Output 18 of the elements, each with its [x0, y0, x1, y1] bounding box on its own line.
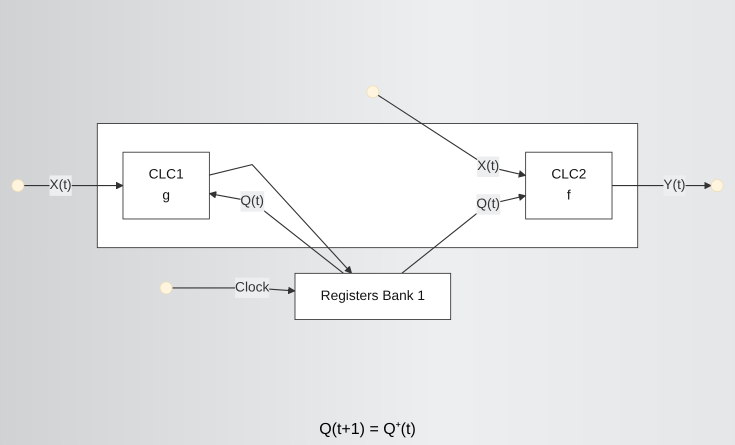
arrow — [378, 94, 526, 178]
node-box — [122, 152, 210, 220]
edge-label: Q(t) — [476, 196, 500, 212]
arrow — [209, 164, 352, 274]
edge-label: Q(t) — [240, 194, 264, 208]
arrow — [209, 190, 344, 274]
edge-label: Y(t) — [663, 178, 686, 192]
edge-label: Clock — [235, 280, 270, 295]
edge-label: X(t) — [477, 158, 500, 174]
node-box — [294, 272, 452, 320]
arrow — [401, 193, 526, 274]
arrow — [24, 182, 124, 190]
arrow — [612, 182, 712, 190]
cluster — [96, 122, 638, 248]
signal-label: Q(t+1) = Q⁺(t) — [319, 421, 416, 438]
edge-label: X(t) — [50, 178, 72, 192]
block-diagram: X(t) Q(t) X(t) Q(t) Clock Y(t) CLC2 f CLC1 g Registers Bank 1 — [5, 78, 730, 326]
node-box — [525, 152, 612, 220]
